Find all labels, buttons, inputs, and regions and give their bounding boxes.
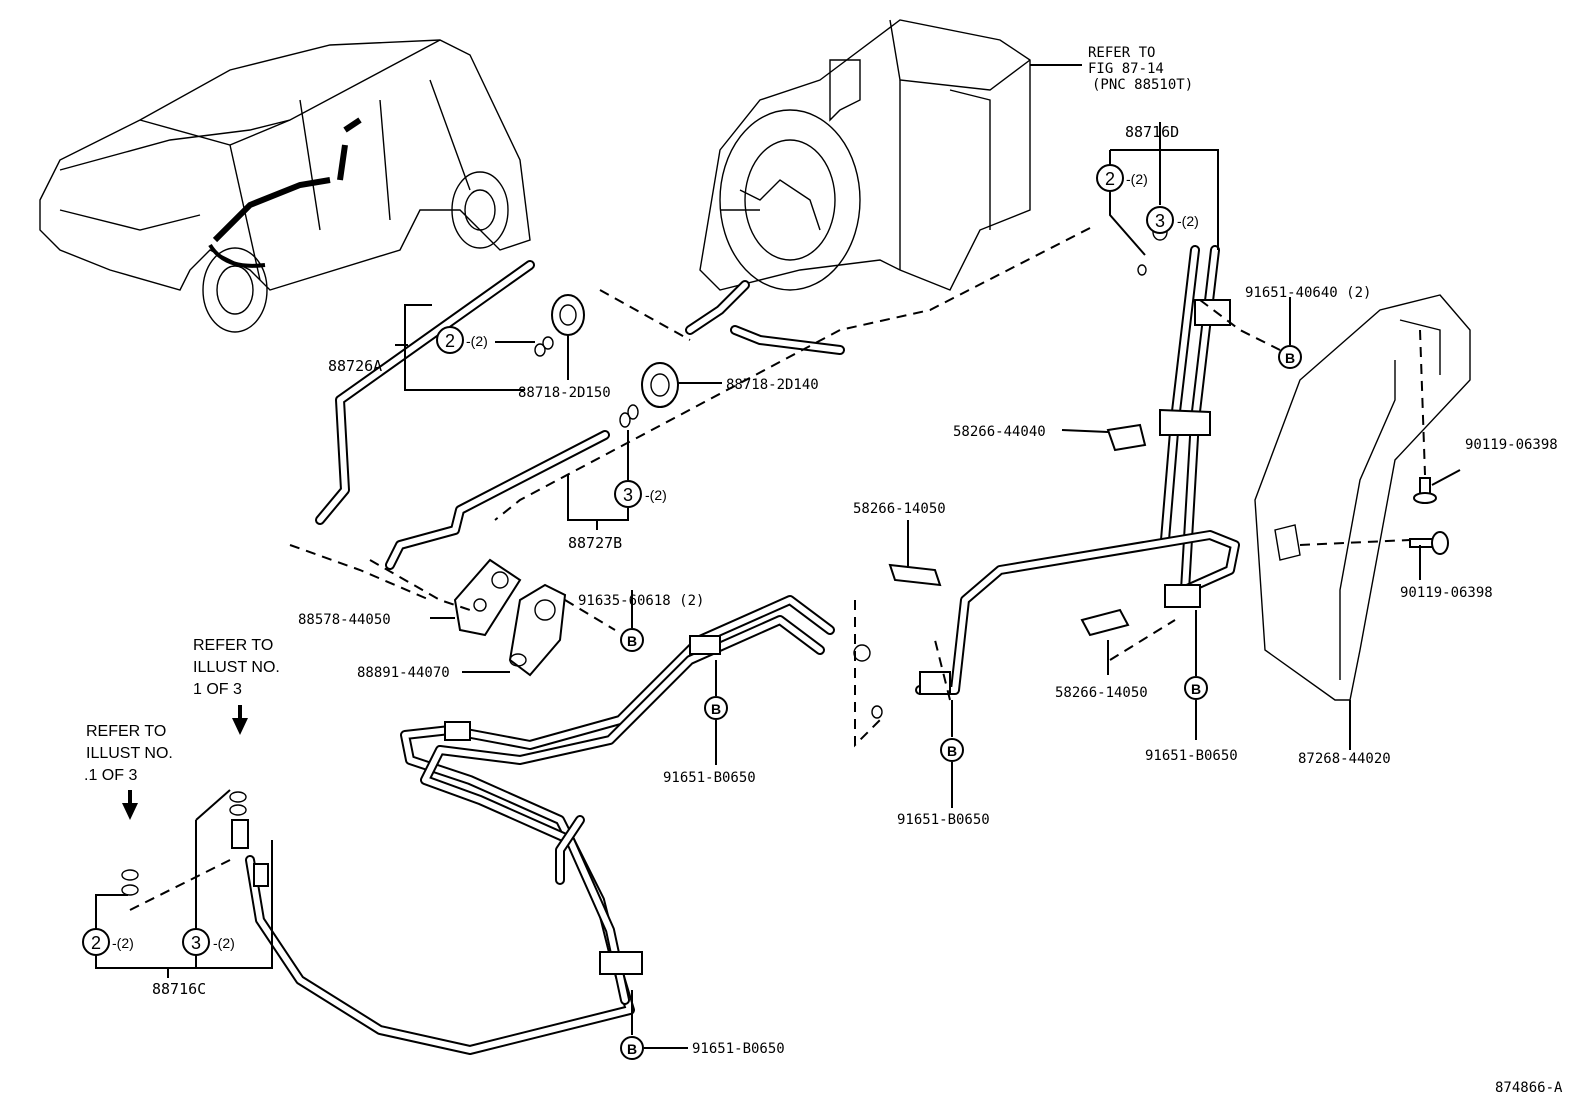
label-91651-B0650-right: 91651-B0650 (1145, 748, 1238, 764)
label-90119-06398-upper: 90119-06398 (1465, 437, 1558, 453)
svg-text:REFER TO: REFER TO (1088, 45, 1155, 61)
svg-text:2: 2 (91, 933, 101, 953)
svg-text:B: B (711, 701, 721, 717)
svg-text:B: B (627, 1041, 637, 1057)
label-58266-14050-upper: 58266-14050 (853, 501, 946, 517)
label-88718-2D150: 88718-2D150 (518, 385, 611, 401)
bolt-90119-06398-upper (1413, 477, 1437, 504)
bolt-90119-06398-lower (1409, 531, 1449, 555)
svg-text:REFER TO: REFER TO (193, 637, 273, 654)
label-88716D: 88716D (1125, 123, 1179, 141)
o-rings (121, 223, 1168, 896)
label-87268-44020: 87268-44020 (1298, 751, 1391, 767)
svg-text:3: 3 (1155, 211, 1165, 231)
callout-bolt-b-4: B (940, 738, 964, 762)
callout-oring-2-88726A: 2 -(2) (436, 326, 488, 354)
blower-pipe-stubs (685, 280, 845, 355)
svg-text:(PNC 88510T): (PNC 88510T) (1092, 77, 1193, 93)
label-91651-B0650-bottom: 91651-B0650 (692, 1041, 785, 1057)
label-reference-illust-lower: REFER TO ILLUST NO. .1 OF 3 (84, 723, 173, 784)
pipe-88716D (915, 245, 1240, 695)
svg-text:3: 3 (623, 485, 633, 505)
pipe-88727B (385, 430, 610, 570)
callout-bolt-b-5: B (1184, 676, 1208, 700)
svg-text:-(2): -(2) (213, 935, 235, 951)
connector-88716C (231, 819, 269, 887)
svg-text:FIG 87-14: FIG 87-14 (1088, 61, 1164, 77)
pipe-88726A (315, 260, 535, 525)
svg-text:B: B (627, 633, 637, 649)
arrow-up-icon (232, 705, 248, 735)
nut-88718-2D140 (641, 362, 679, 408)
svg-text:B: B (947, 743, 957, 759)
svg-text:REFER TO: REFER TO (86, 723, 166, 740)
label-91651-40640: 91651-40640 (2) (1245, 285, 1371, 301)
label-58266-44040: 58266-44040 (953, 424, 1046, 440)
label-88727B: 88727B (568, 534, 622, 552)
callout-bolt-b-3: B (704, 696, 728, 720)
figure-id: 874866-A (1495, 1080, 1563, 1096)
label-58266-14050-lower: 58266-14050 (1055, 685, 1148, 701)
pipe-clamps (444, 299, 1231, 975)
arrow-up-icon (122, 790, 138, 820)
callout-oring-3-88716C: 3 -(2) (182, 928, 235, 956)
callout-oring-3-88716D: 3 -(2) (1146, 206, 1199, 234)
svg-text:1 OF 3: 1 OF 3 (193, 681, 242, 698)
clamp-58266-44040 (1106, 408, 1211, 452)
callout-oring-3-88727B: 3 -(2) (614, 480, 667, 508)
callout-bolt-b-1: B (1278, 345, 1302, 369)
callout-oring-2-88716C: 2 -(2) (82, 928, 134, 956)
label-88578-44050: 88578-44050 (298, 612, 391, 628)
label-88891-44070: 88891-44070 (357, 665, 450, 681)
svg-text:2: 2 (1105, 169, 1115, 189)
label-91635-60618: 91635-60618 (2) (578, 593, 704, 609)
nut-88718-2D150 (551, 294, 585, 336)
callout-bolt-b-6: B (620, 1036, 644, 1060)
callout-oring-2-88716D: 2 -(2) (1096, 164, 1148, 192)
blower-unit-illustration (699, 19, 1031, 291)
svg-text:.1 OF 3: .1 OF 3 (84, 767, 137, 784)
svg-text:2: 2 (445, 331, 455, 351)
leader-lines (95, 64, 1461, 1049)
label-88718-2D140: 88718-2D140 (726, 377, 819, 393)
clamp-58266-14050-upper (888, 563, 942, 587)
label-88716C: 88716C (152, 980, 206, 998)
svg-text:-(2): -(2) (112, 935, 134, 951)
label-88726A: 88726A (328, 357, 382, 375)
label-reference-illust-upper: REFER TO ILLUST NO. 1 OF 3 (193, 637, 280, 698)
svg-text:3: 3 (191, 933, 201, 953)
label-90119-06398-lower: 90119-06398 (1400, 585, 1493, 601)
clamp-58266-14050-lower (1080, 608, 1130, 637)
svg-text:-(2): -(2) (645, 487, 667, 503)
svg-text:-(2): -(2) (1126, 171, 1148, 187)
svg-text:ILLUST NO.: ILLUST NO. (193, 659, 280, 676)
svg-text:-(2): -(2) (466, 333, 488, 349)
label-91651-B0650-center: 91651-B0650 (897, 812, 990, 828)
svg-text:ILLUST NO.: ILLUST NO. (86, 745, 173, 762)
label-reference-blower: REFER TO FIG 87-14 (PNC 88510T) (1088, 45, 1193, 93)
bracket-88891-44070 (508, 583, 567, 677)
svg-text:B: B (1191, 681, 1201, 697)
fender-liner-87268-44020 (1254, 294, 1471, 701)
svg-text:-(2): -(2) (1177, 213, 1199, 229)
callout-bolt-b-2: B (620, 628, 644, 652)
pipe-88716C (245, 595, 835, 1055)
label-91651-B0650-left: 91651-B0650 (663, 770, 756, 786)
bracket-88578-44050 (453, 558, 522, 637)
vehicle-overview-illustration (39, 39, 531, 333)
svg-text:B: B (1285, 350, 1295, 366)
